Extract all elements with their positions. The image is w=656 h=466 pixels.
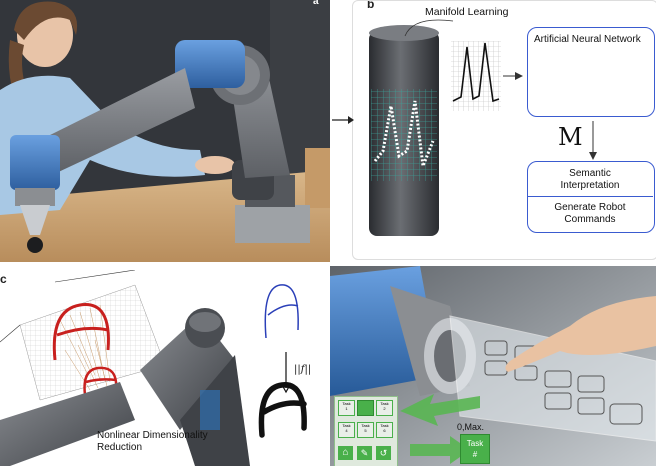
task-key-2[interactable]: Task 2 xyxy=(376,400,393,416)
panel-a-illustration xyxy=(0,0,330,262)
manifold-learning-label: Manifold Learning xyxy=(425,6,509,18)
ann-box xyxy=(527,27,655,117)
panel-b-letter: b xyxy=(367,0,375,11)
box-divider xyxy=(528,196,653,197)
max-label: 0,Max. xyxy=(457,422,485,432)
ann-label: Artificial Neural Network xyxy=(534,34,641,45)
panel-d-photo: Task 1 Task 2 Task 4 Task 5 Task 6 ⌂ ✎ ↺… xyxy=(330,266,656,466)
home-icon[interactable]: ⌂ xyxy=(338,446,353,460)
task-button[interactable]: Task # xyxy=(460,434,490,464)
panel-c-reduction: c ||f|| Nonlinear Dimensionality Reducti… xyxy=(0,270,324,466)
tool-icon[interactable]: ✎ xyxy=(357,446,372,460)
semantic-interpretation-label: Semantic Interpretation xyxy=(560,168,620,191)
reduction-label: Nonlinear Dimensionality Reduction xyxy=(97,430,208,453)
interpretation-box xyxy=(527,161,655,233)
norm-label: ||f|| xyxy=(294,364,312,375)
m-label: M xyxy=(558,123,583,151)
task-key-5[interactable]: Task 5 xyxy=(357,422,374,438)
panel-a-photo xyxy=(0,0,330,262)
panel-arrow xyxy=(332,116,354,124)
panel-c-illustration xyxy=(0,270,307,466)
task-key-selected[interactable] xyxy=(357,400,374,416)
panel-b-illustration xyxy=(369,19,645,236)
panel-a-letter: a xyxy=(313,0,319,7)
task-key-1[interactable]: Task 1 xyxy=(338,400,355,416)
task-key-6[interactable]: Task 6 xyxy=(376,422,393,438)
task-key-4[interactable]: Task 4 xyxy=(338,422,355,438)
undo-icon[interactable]: ↺ xyxy=(376,446,391,460)
generate-commands-label: Generate Robot Commands xyxy=(554,202,626,225)
panel-b-pipeline: b Manifold Learning Artificial Neural Ne… xyxy=(352,0,656,260)
panel-c-letter: c xyxy=(0,272,7,286)
